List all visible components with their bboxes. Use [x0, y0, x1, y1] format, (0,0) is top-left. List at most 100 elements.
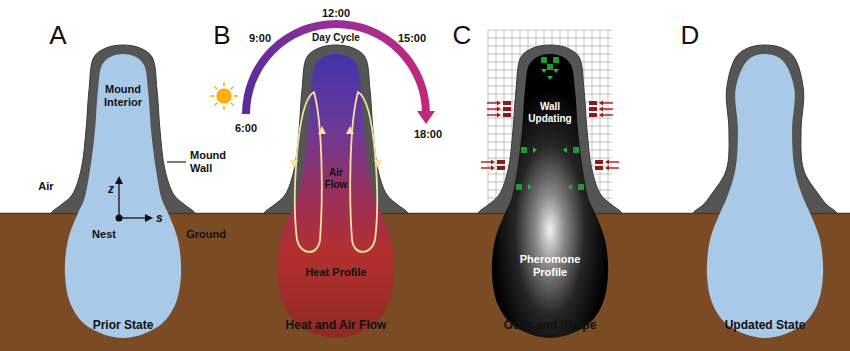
- deposit-arrow: [487, 113, 501, 118]
- deposit-arrow: [599, 113, 613, 118]
- arrow-head: [497, 107, 501, 112]
- time-label: 12:00: [322, 7, 350, 20]
- wall-add-block: [595, 166, 603, 170]
- time-label: 18:00: [414, 128, 442, 141]
- part-label: Mound Wall: [190, 149, 232, 174]
- z-arrowhead: [115, 176, 123, 184]
- wall-add-block: [503, 101, 511, 105]
- grid-line: [608, 30, 609, 213]
- arrow-shaft: [602, 108, 613, 109]
- time-label: 15:00: [398, 32, 426, 45]
- wall-add-block: [497, 166, 505, 170]
- air-flow-loop: [295, 92, 322, 252]
- panel-letter: A: [49, 21, 66, 51]
- sun-ray: [223, 83, 225, 87]
- panel-caption: Updated State: [725, 319, 806, 333]
- mound-interior: [492, 54, 608, 338]
- removal-arrow: [533, 147, 537, 153]
- sun-ray: [214, 103, 217, 106]
- z-axis: [118, 182, 119, 218]
- grid-line: [488, 30, 489, 213]
- wall-add-block: [497, 160, 505, 164]
- deposit-arrow: [487, 107, 501, 112]
- deposit-arrow: [599, 107, 613, 112]
- sun-ray: [214, 86, 217, 89]
- profile-label: Pheromone Profile: [515, 253, 585, 278]
- arrow-shaft: [608, 161, 619, 162]
- wall-add-block: [589, 101, 597, 105]
- panel-caption: Prior State: [93, 319, 154, 333]
- wall-remove-block: [547, 64, 553, 70]
- arrow-head: [497, 113, 501, 118]
- wall-add-block: [503, 113, 511, 117]
- profile-label: Heat Profile: [305, 266, 366, 279]
- deposit-arrow: [481, 166, 495, 171]
- air-flow-arrowheads: [290, 126, 382, 168]
- mound-interior: [707, 54, 823, 338]
- arrow-shaft: [602, 102, 613, 103]
- sun-icon: [211, 83, 238, 110]
- overlays: [115, 24, 619, 252]
- deposit-arrow: [605, 160, 619, 165]
- arrow-head: [599, 101, 603, 106]
- panel-caption: Odor and Shape: [504, 319, 597, 333]
- deposit-arrow: [599, 101, 613, 106]
- arrow-head: [491, 160, 495, 165]
- region-label: Nest: [92, 228, 116, 241]
- sun-ray: [223, 106, 225, 110]
- arrow-head: [605, 160, 609, 165]
- arrow-shaft: [487, 114, 498, 115]
- cycle-label: Day Cycle: [312, 32, 360, 44]
- wall-remove-block: [573, 147, 579, 153]
- wall-remove-block: [553, 57, 559, 63]
- s-axis: [119, 217, 147, 218]
- region-label: Air: [38, 180, 53, 193]
- deposit-arrow: [605, 166, 619, 171]
- wall-add-block: [589, 113, 597, 117]
- arrow-head: [599, 107, 603, 112]
- grid-line: [600, 30, 601, 213]
- region-label: Mound Interior: [97, 83, 149, 108]
- arrow-shaft: [481, 161, 492, 162]
- removal-arrow: [547, 76, 553, 80]
- wall-add-block: [503, 107, 511, 111]
- arrow-shaft: [602, 114, 613, 115]
- mound-walls: [48, 45, 839, 229]
- air-flow-loops: [295, 92, 377, 252]
- removal-arrow: [528, 184, 532, 190]
- deposit-arrow: [487, 101, 501, 106]
- mound-interiors: [65, 54, 823, 338]
- arrow-head: [491, 166, 495, 171]
- panel-letter: D: [681, 21, 700, 51]
- arrow-head: [497, 101, 501, 106]
- sun-ray: [231, 103, 234, 106]
- axis-label: z: [108, 183, 114, 197]
- sun-ray: [231, 86, 234, 89]
- process-label: Wall Updating: [524, 101, 576, 124]
- leader-line: [167, 161, 186, 162]
- wall-add-block: [589, 107, 597, 111]
- wall-remove-block: [521, 147, 527, 153]
- deposit-arrow: [481, 160, 495, 165]
- mound-interior: [65, 54, 181, 338]
- sun-ray: [211, 95, 215, 97]
- removal-arrow: [568, 184, 572, 190]
- removal-arrow: [541, 69, 547, 73]
- time-label: 6:00: [235, 122, 257, 135]
- s-arrowhead: [145, 214, 153, 222]
- removal-arrow: [553, 69, 559, 73]
- grid-line: [496, 30, 497, 213]
- arrow-shaft: [608, 167, 619, 168]
- mound-interior: [278, 54, 394, 338]
- axis-label: s: [156, 212, 163, 226]
- wall-remove-block: [578, 184, 584, 190]
- arrow-head: [599, 113, 603, 118]
- arrow-shaft: [487, 108, 498, 109]
- wall-add-block: [595, 160, 603, 164]
- grid-line: [488, 30, 612, 31]
- wall-update-marks: [481, 57, 619, 190]
- removal-arrow: [563, 147, 567, 153]
